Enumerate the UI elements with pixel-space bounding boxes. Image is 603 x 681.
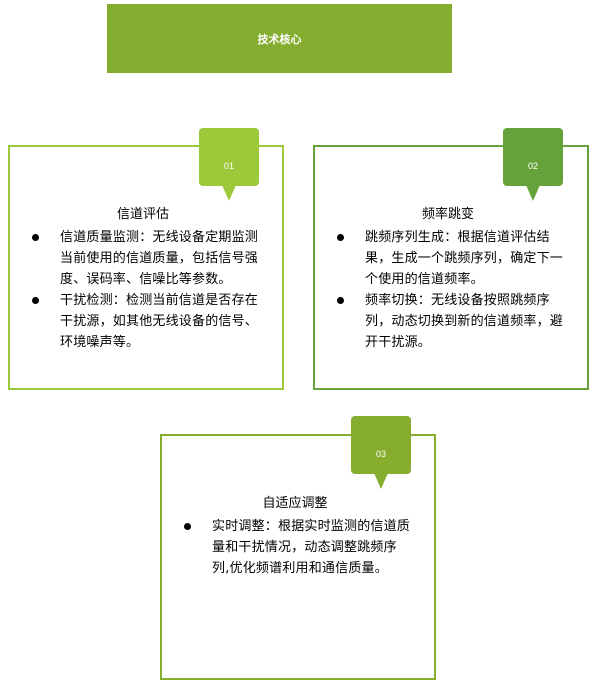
header-banner: 技术核心 <box>107 4 452 73</box>
step-badge-03: 03 <box>351 416 411 489</box>
bullet-text: 信道质量监测：无线设备定期监测当前使用的信道质量，包括信号强度、误码率、信噪比等… <box>60 230 259 287</box>
bullet-icon <box>337 234 344 241</box>
bullet-text: 频率切换：无线设备按照跳频序列，动态切换到新的信道频率，避开干扰源。 <box>365 293 564 350</box>
bullet-list: 信道质量监测：无线设备定期监测当前使用的信道质量，包括信号强度、误码率、信噪比等… <box>10 227 282 353</box>
list-item: 干扰检测：检测当前信道是否存在干扰源，如其他无线设备的信号、环境噪声等。 <box>10 290 282 353</box>
card-adaptive-adjustment: 自适应调整 实时调整：根据实时监测的信道质量和干扰情况，动态调整跳频序列,优化频… <box>160 434 436 680</box>
card-title: 频率跳变 <box>421 207 474 222</box>
bullet-icon <box>184 523 191 530</box>
bullet-text: 跳频序列生成：根据信道评估结果，生成一个跳频序列，确定下一个使用的信道频率。 <box>365 230 564 287</box>
list-item: 实时调整：根据实时监测的信道质量和干扰情况，动态调整跳频序列,优化频谱利用和通信… <box>162 516 434 579</box>
bullet-list: 实时调整：根据实时监测的信道质量和干扰情况，动态调整跳频序列,优化频谱利用和通信… <box>162 516 434 579</box>
bullet-text: 干扰检测：检测当前信道是否存在干扰源，如其他无线设备的信号、环境噪声等。 <box>60 293 259 350</box>
bullet-list: 跳频序列生成：根据信道评估结果，生成一个跳频序列，确定下一个使用的信道频率。 频… <box>315 227 587 353</box>
card-title: 信道评估 <box>116 207 169 222</box>
step-badge-01: 01 <box>199 128 259 201</box>
card-title: 自适应调整 <box>262 496 328 511</box>
list-item: 频率切换：无线设备按照跳频序列，动态切换到新的信道频率，避开干扰源。 <box>315 290 587 353</box>
list-item: 信道质量监测：无线设备定期监测当前使用的信道质量，包括信号强度、误码率、信噪比等… <box>10 227 282 290</box>
step-number: 02 <box>527 161 538 171</box>
step-number: 03 <box>375 449 386 459</box>
bullet-text: 实时调整：根据实时监测的信道质量和干扰情况，动态调整跳频序列,优化频谱利用和通信… <box>212 519 411 576</box>
step-badge-02: 02 <box>503 128 563 201</box>
bullet-icon <box>32 297 39 304</box>
header-title: 技术核心 <box>257 32 302 46</box>
bullet-icon <box>32 234 39 241</box>
bullet-icon <box>337 297 344 304</box>
list-item: 跳频序列生成：根据信道评估结果，生成一个跳频序列，确定下一个使用的信道频率。 <box>315 227 587 290</box>
step-number: 01 <box>223 161 234 171</box>
